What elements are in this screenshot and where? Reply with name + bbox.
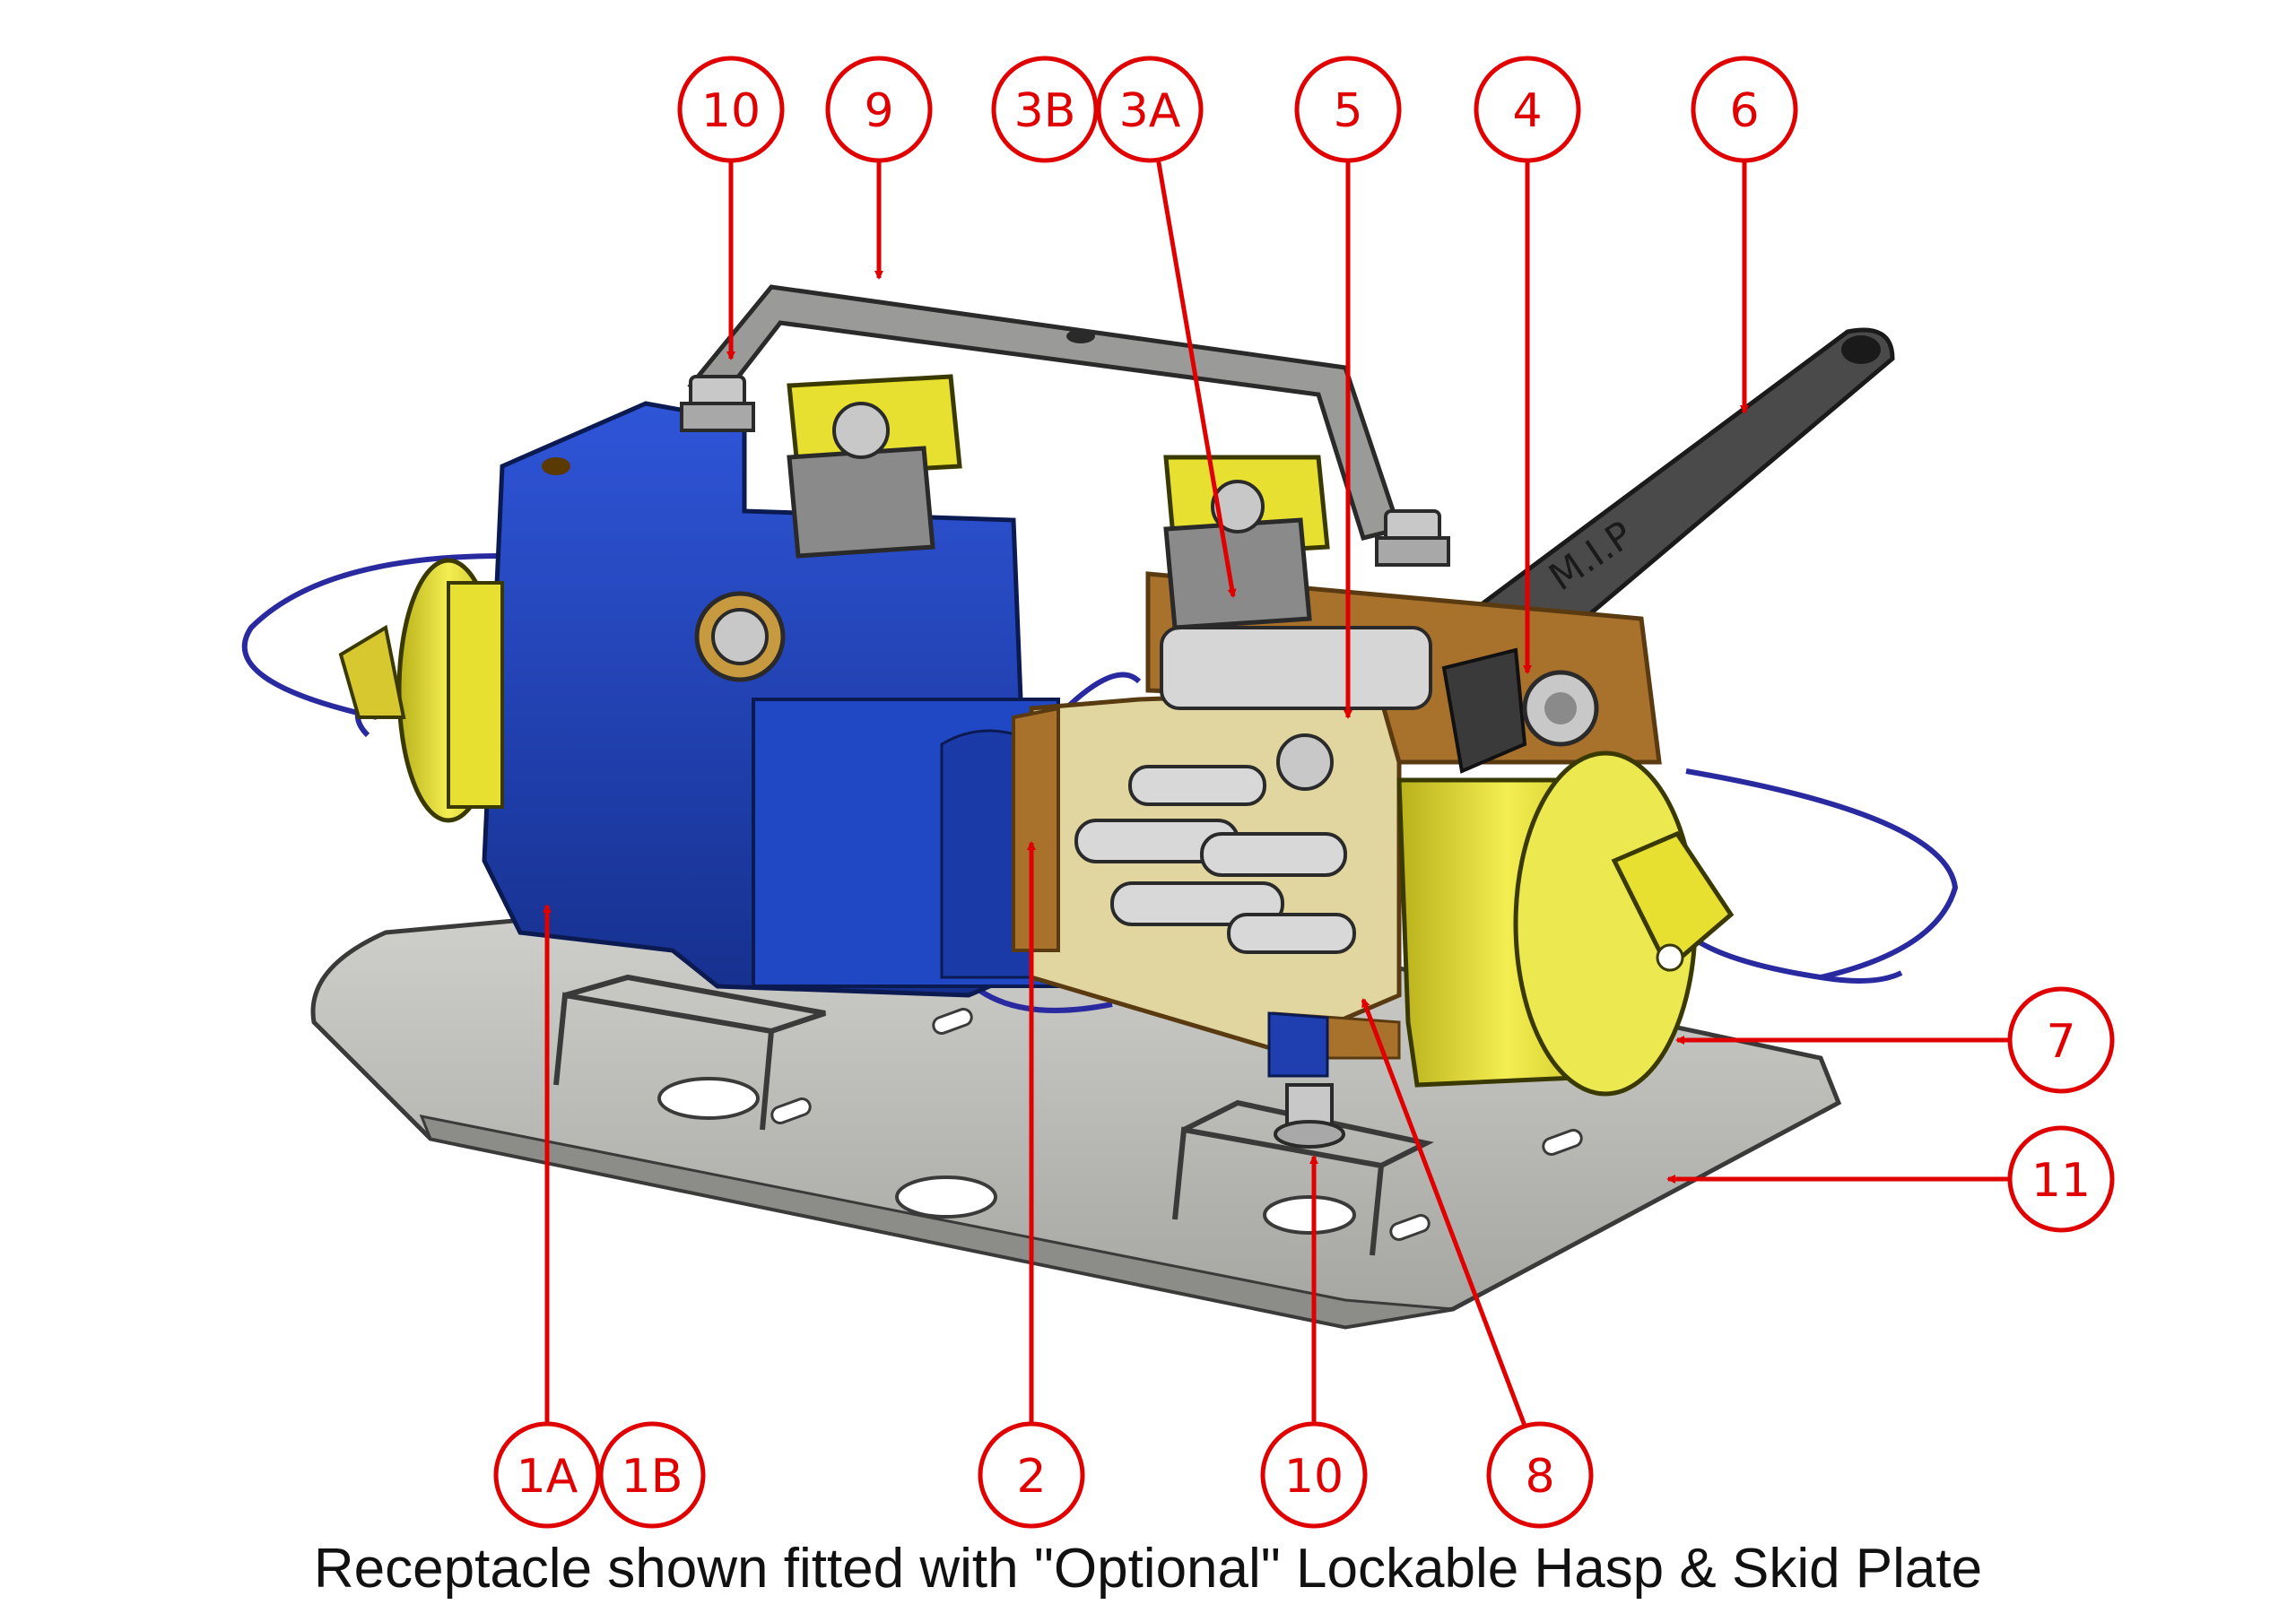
callout-circle-10-top (677, 56, 785, 163)
callout-labels: 10 9 3B 3A 5 4 6 7 11 1A 1B 2 10 8 (517, 84, 2091, 1504)
callout-7: 7 (2046, 1015, 2075, 1069)
callout-5: 5 (1333, 84, 1362, 138)
callout-circle-3a (1096, 56, 1204, 163)
callout-circle-2 (978, 1421, 1085, 1529)
callout-10-bottom: 10 (1284, 1450, 1344, 1504)
callout-2: 2 (1016, 1450, 1046, 1504)
callout-6: 6 (1729, 84, 1759, 138)
callout-circle-8 (1486, 1421, 1594, 1529)
callout-10-top: 10 (701, 84, 761, 138)
callouts (493, 56, 2115, 1529)
hasp-bolt-right (1375, 509, 1450, 567)
callout-circle-6 (1691, 56, 1798, 163)
receptacle-body (482, 401, 1060, 998)
dust-cap (1396, 750, 1735, 1097)
mounting-bolt-bottom (1274, 1083, 1345, 1149)
callout-3b: 3B (1014, 84, 1076, 138)
microswitch-3b (787, 374, 962, 559)
rear-plug (338, 558, 504, 823)
leader-3a (1154, 152, 1237, 598)
hasp-bolt-left (680, 375, 755, 432)
callout-circle-3b (991, 56, 1099, 163)
callout-4: 4 (1512, 84, 1542, 138)
callout-1b: 1B (622, 1450, 683, 1504)
callout-3a: 3A (1119, 84, 1181, 138)
callout-circle-1a (493, 1421, 601, 1529)
leader-8 (1361, 998, 1527, 1427)
callout-circle-7 (2007, 986, 2115, 1094)
callout-circle-11 (2007, 1125, 2115, 1233)
cam-clamp (1441, 647, 1599, 774)
leader-lines (543, 143, 2009, 1427)
callout-circle-4 (1474, 56, 1581, 163)
callout-1a: 1A (517, 1450, 578, 1504)
mounting-bracket-left (553, 974, 826, 1131)
callout-circle-9 (825, 56, 933, 163)
callout-circle-10-bottom (1260, 1421, 1368, 1529)
callout-11: 11 (2031, 1154, 2091, 1208)
microswitch-3a (1163, 455, 1330, 630)
callout-circle-1b (598, 1421, 706, 1529)
callout-8: 8 (1525, 1450, 1554, 1504)
figure-caption: Receptacle shown fitted with "Optional" … (313, 1538, 1983, 1600)
callout-9: 9 (864, 84, 893, 138)
callout-circle-5 (1294, 56, 1402, 163)
